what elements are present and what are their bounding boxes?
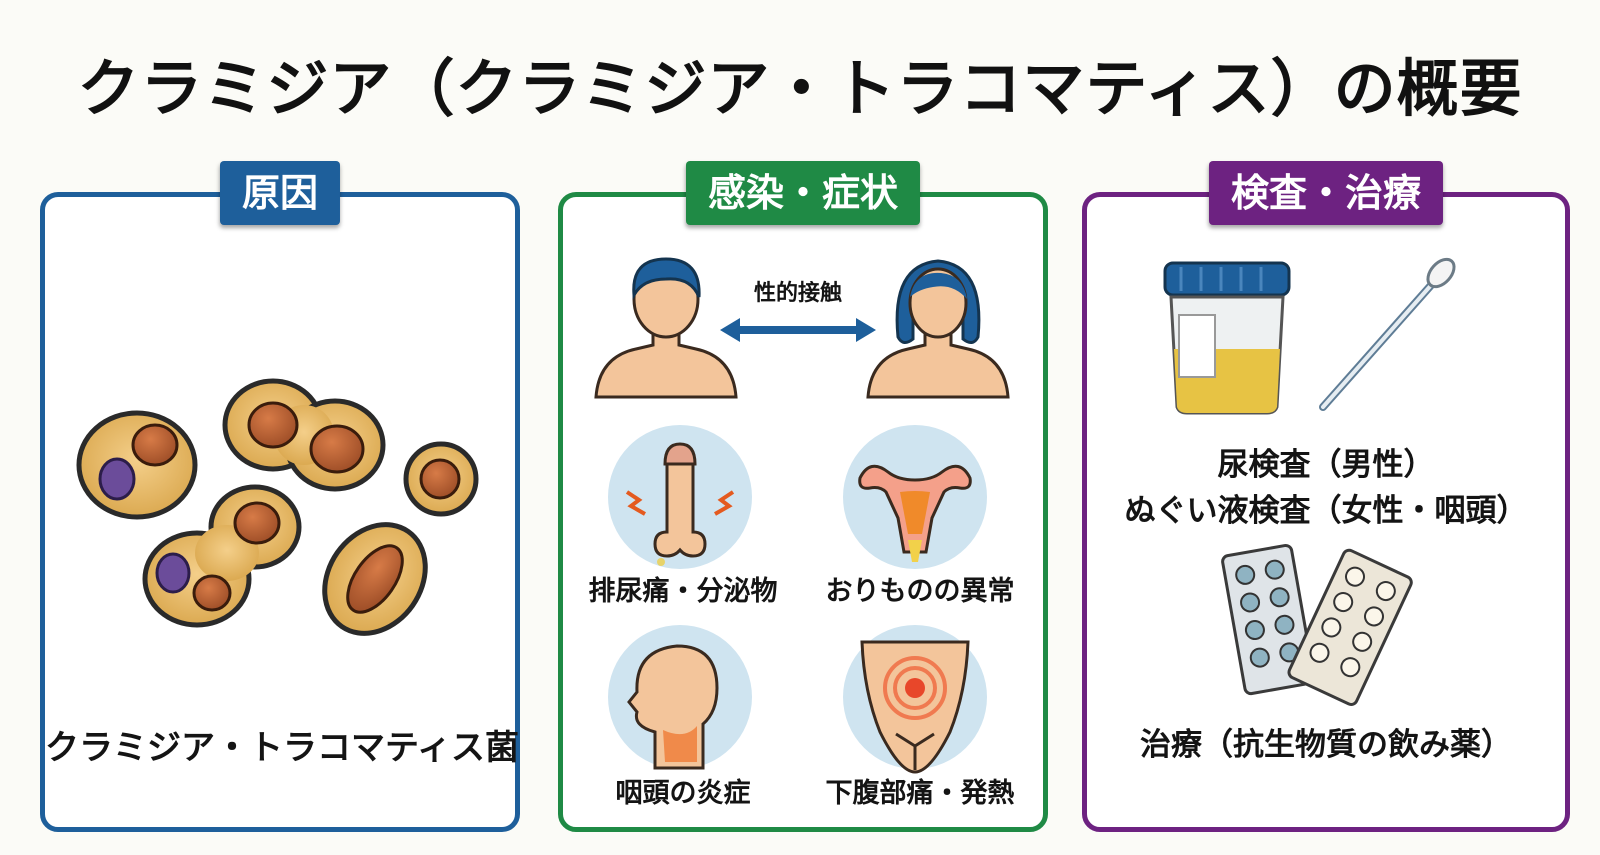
symptom-label-abdomen: 下腹部痛・発熱 <box>825 778 1015 809</box>
symptom-label-throat: 咽頭の炎症 <box>615 778 751 809</box>
man-icon <box>594 257 738 399</box>
abdomen-pain-icon <box>843 625 987 774</box>
double-arrow-icon <box>720 318 876 342</box>
test-swab-label: ぬぐい液検査（女性・咽頭） <box>1124 493 1528 529</box>
bacteria-icon <box>76 378 479 636</box>
page-title: クラミジア（クラミジア・トラコマティス）の概要 <box>77 52 1523 125</box>
throat-icon <box>608 625 752 770</box>
symptom-label-urethral: 排尿痛・分泌物 <box>588 576 778 607</box>
urine-cup-icon <box>1163 261 1291 415</box>
treatment-label: 治療（抗生物質の飲み薬） <box>1140 727 1512 763</box>
cause-heading: 原因 <box>219 161 341 225</box>
penis-pain-icon <box>608 425 752 569</box>
test-heading: 検査・治療 <box>1208 161 1444 225</box>
woman-icon <box>866 259 1010 399</box>
cause-panel: 原因 <box>40 161 520 832</box>
uterus-icon <box>843 425 987 569</box>
infection-heading: 感染・症状 <box>685 161 921 225</box>
symptom-label-discharge: おりものの異常 <box>825 576 1015 607</box>
infection-panel: 感染・症状 性的接触 <box>558 161 1048 832</box>
test-panel: 検査・治療 尿検査（男性） ぬぐい液検査（女性・咽頭） <box>1082 161 1570 832</box>
transmission-label: 性的接触 <box>753 281 842 306</box>
pill-blister-icon <box>1221 543 1413 706</box>
swab-icon <box>1319 257 1456 411</box>
test-urine-label: 尿検査（男性） <box>1217 447 1435 483</box>
cause-caption: クラミジア・トラコマティス菌 <box>45 728 519 768</box>
